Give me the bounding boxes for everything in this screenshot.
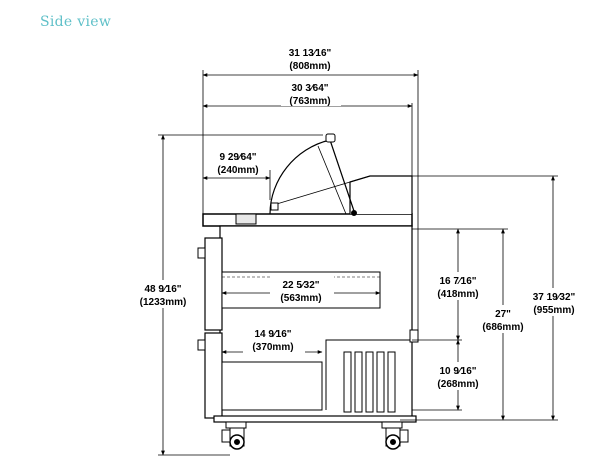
lid-depth-imperial: 9 29⁄64" (220, 152, 257, 163)
drawer-width-metric: (563mm) (280, 293, 321, 304)
lower-drawer-box (221, 361, 323, 411)
front-badge (235, 213, 257, 225)
upper-drawer-front (204, 237, 223, 331)
top-width-imperial: 30 3⁄64" (292, 83, 329, 94)
lower-drawer-front (204, 332, 223, 419)
lid-rear-edge (329, 139, 356, 215)
work-height-metric: (955mm) (533, 305, 574, 316)
overall-width-imperial: 31 13⁄16" (289, 48, 332, 59)
front-caster (221, 421, 247, 450)
rear-bumper (409, 329, 419, 343)
rear-housing (349, 175, 413, 214)
compressor-vent-grille (343, 351, 396, 413)
counter-height-imperial: 27" (495, 309, 511, 320)
lower-drawer-handle (197, 339, 206, 351)
lid-hinge-knob (325, 133, 336, 143)
lower-drawer-width-imperial: 14 9⁄16" (255, 329, 292, 340)
overall-height-metric: (1233mm) (140, 297, 187, 308)
overall-height-imperial: 48 9⁄16" (145, 284, 182, 295)
lower-section-metric: (268mm) (437, 379, 478, 390)
base-rail (213, 415, 417, 423)
upper-section-metric: (418mm) (437, 289, 478, 300)
overall-width-metric: (808mm) (289, 61, 330, 72)
top-width-metric: (763mm) (289, 96, 330, 107)
lower-section-imperial: 10 9⁄16" (440, 366, 477, 377)
lid-inner-edge (317, 145, 347, 215)
rear-caster (381, 421, 409, 450)
countertop (202, 213, 413, 227)
compressor-housing (325, 339, 412, 410)
drawer-width-imperial: 22 5⁄32" (283, 280, 320, 291)
lid-support-arm (269, 175, 371, 207)
upper-section-imperial: 16 7⁄16" (440, 276, 477, 287)
lid-latch (270, 202, 279, 211)
lid-depth-metric: (240mm) (217, 165, 258, 176)
lower-drawer-width-metric: (370mm) (252, 342, 293, 353)
hinge-pivot (351, 210, 357, 216)
view-title: Side view (40, 14, 112, 30)
upper-drawer-handle (197, 247, 206, 259)
work-height-imperial: 37 19⁄32" (533, 292, 576, 303)
counter-height-metric: (686mm) (482, 322, 523, 333)
